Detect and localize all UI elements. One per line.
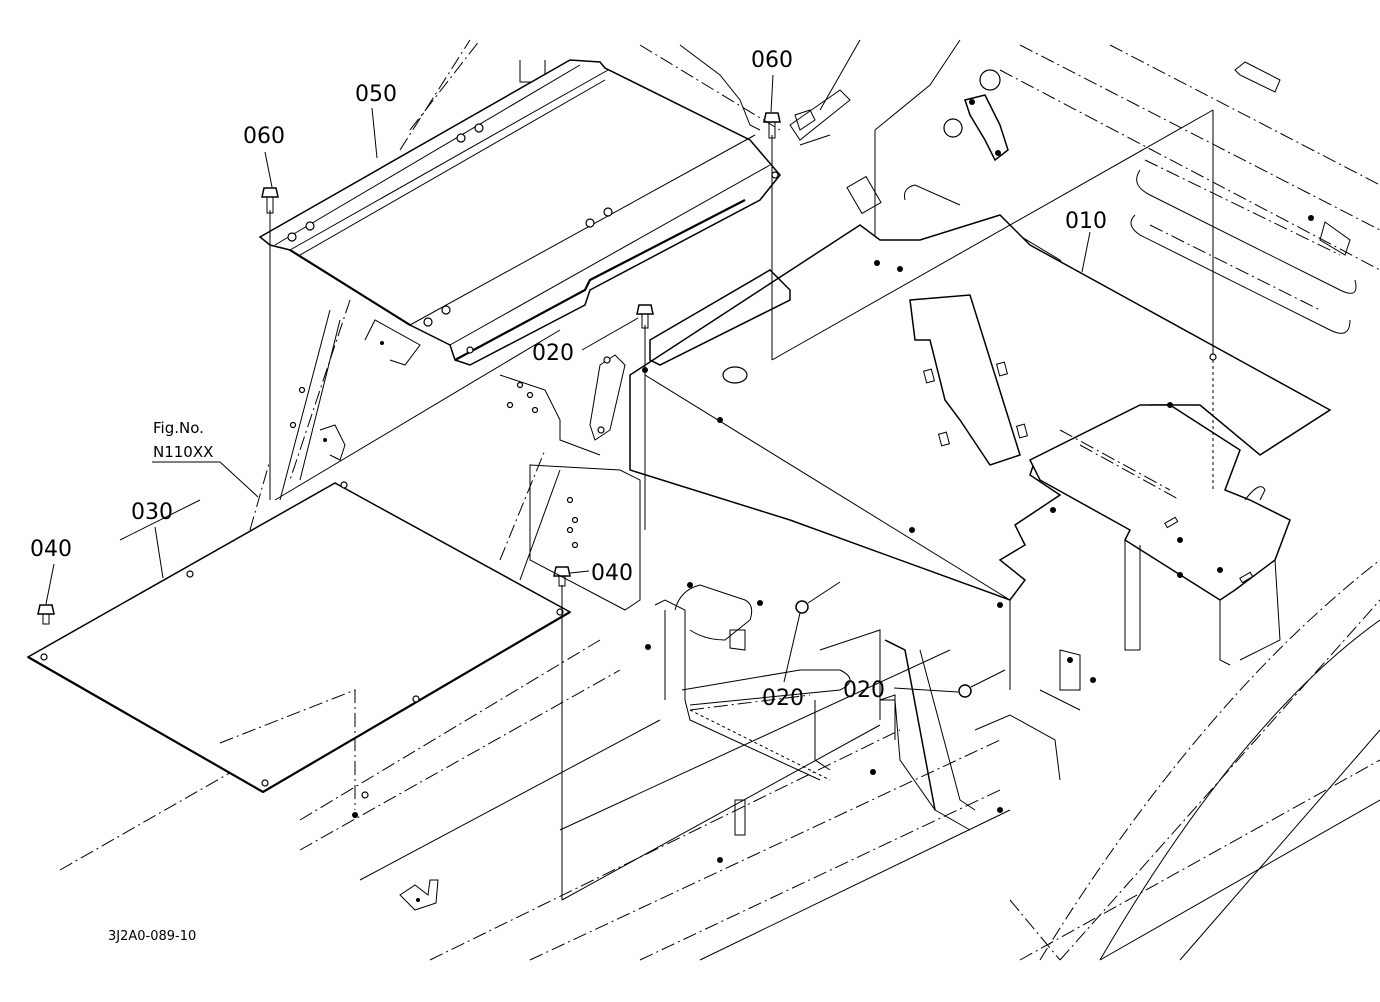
cover-plate-030	[26, 481, 572, 818]
top-cover-050	[258, 59, 781, 366]
bolt-right-vertical-line	[771, 109, 1217, 490]
callout-label-020: 020	[532, 341, 574, 366]
callout-label-030: 030	[131, 500, 173, 525]
callout-label-040: 040	[30, 537, 72, 562]
callout-050: 050	[355, 82, 397, 159]
callout-label-060: 060	[243, 124, 285, 149]
callout-060a: 060	[243, 124, 285, 188]
figure-reference-number: N110XX	[153, 443, 213, 461]
center-support-bracket	[499, 354, 641, 611]
right-step-bracket	[1028, 402, 1291, 666]
bolt-020-right	[958, 669, 1006, 698]
callout-030: 030	[131, 500, 173, 579]
right-inner-frame	[879, 639, 1096, 831]
callout-label-060: 060	[751, 48, 793, 73]
callout-010: 010	[1065, 209, 1107, 273]
callout-060b: 060	[751, 48, 793, 113]
callout-label-040: 040	[591, 561, 633, 586]
bolt-040-center	[553, 566, 881, 901]
figure-reference-label: Fig.No.	[153, 419, 204, 437]
callout-020a: 020	[532, 317, 639, 366]
figure-reference: Fig.No. N110XX	[152, 419, 259, 498]
callout-label-010: 010	[1065, 209, 1107, 234]
upper-linkage	[519, 39, 861, 146]
bolt-020-center	[636, 304, 654, 530]
callout-label-020: 020	[843, 678, 885, 703]
callout-040a: 040	[30, 537, 72, 605]
lower-center-tray	[645, 582, 881, 863]
callout-040b: 040	[569, 561, 633, 586]
side-panel-right	[846, 39, 1357, 334]
bolt-020-middle	[795, 581, 841, 614]
callout-label-020: 020	[762, 686, 804, 711]
bolt-060-right	[763, 112, 781, 360]
cover-weld-nuts	[287, 123, 779, 354]
bolt-040-left	[37, 604, 55, 625]
callout-label-050: 050	[355, 82, 397, 107]
callout-020b: 020	[762, 612, 804, 711]
drawing-code: 3J2A0-089-10	[108, 929, 196, 944]
bottom-small-bracket	[399, 879, 439, 911]
chassis-phantom-lines	[59, 39, 1380, 961]
callout-020c: 020	[843, 678, 959, 703]
bolt-060-left	[261, 187, 279, 490]
